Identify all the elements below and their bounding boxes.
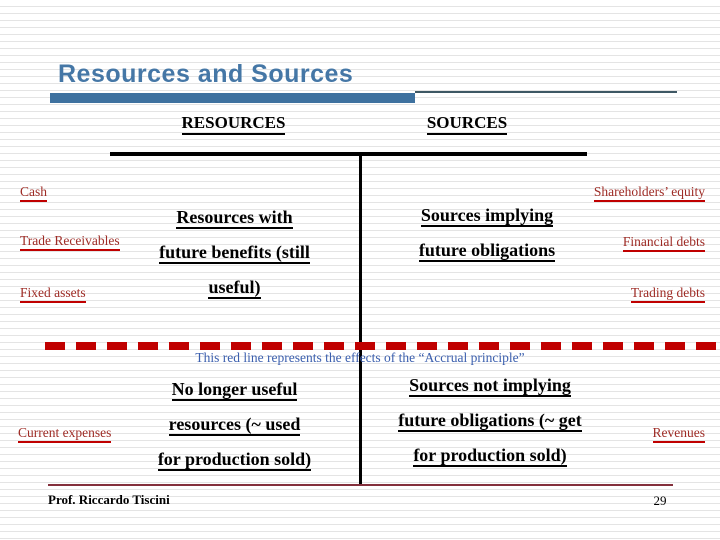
label-trading-debts: Trading debts	[630, 285, 705, 303]
title-accent-line	[415, 91, 677, 93]
sources-header-text: SOURCES	[426, 113, 508, 135]
text-line: future obligations (~ get	[398, 410, 582, 432]
footer-author: Prof. Riccardo Tiscini	[48, 492, 170, 507]
label-cash: Cash	[20, 184, 47, 202]
text-line: resources (~ used	[168, 414, 301, 436]
sources-header: SOURCES	[362, 113, 572, 135]
text-line: No longer useful	[171, 379, 298, 401]
upper-right-text: Sources implying future obligations	[372, 198, 602, 268]
lower-right-text: Sources not implying future obligations …	[370, 368, 610, 473]
slide-title: Resources and Sources	[58, 60, 354, 88]
label-trade-receivables: Trade Receivables	[20, 233, 120, 251]
text-line: for production sold)	[157, 449, 312, 471]
text-line: for production sold)	[413, 445, 567, 467]
text-line: future benefits (still	[159, 242, 310, 264]
upper-left-text: Resources with future benefits (still us…	[112, 200, 357, 305]
page-number: 29	[653, 493, 667, 508]
footer-line	[48, 484, 673, 486]
label-revenues: Revenues	[652, 425, 705, 443]
label-current-expenses: Current expenses	[18, 425, 112, 443]
text-line: Sources implying	[420, 205, 554, 227]
text-line: useful)	[208, 277, 261, 299]
t-account-divider-line	[359, 152, 362, 486]
label-fixed-assets: Fixed assets	[20, 285, 86, 303]
accrual-dashed-line	[45, 342, 716, 350]
label-financial-debts: Financial debts	[622, 234, 705, 252]
text-line: future obligations	[418, 240, 556, 262]
t-account-top-line	[110, 152, 587, 156]
lower-left-text: No longer useful resources (~ used for p…	[112, 372, 357, 477]
label-shareholders-equity: Shareholders’ equity	[593, 184, 705, 202]
accrual-note: This red line represents the effects of …	[195, 350, 525, 365]
text-line: Resources with	[176, 207, 293, 229]
text-line: Sources not implying	[409, 375, 571, 397]
resources-header-text: RESOURCES	[181, 113, 286, 135]
title-accent-bar	[50, 93, 415, 103]
resources-header: RESOURCES	[110, 113, 357, 135]
